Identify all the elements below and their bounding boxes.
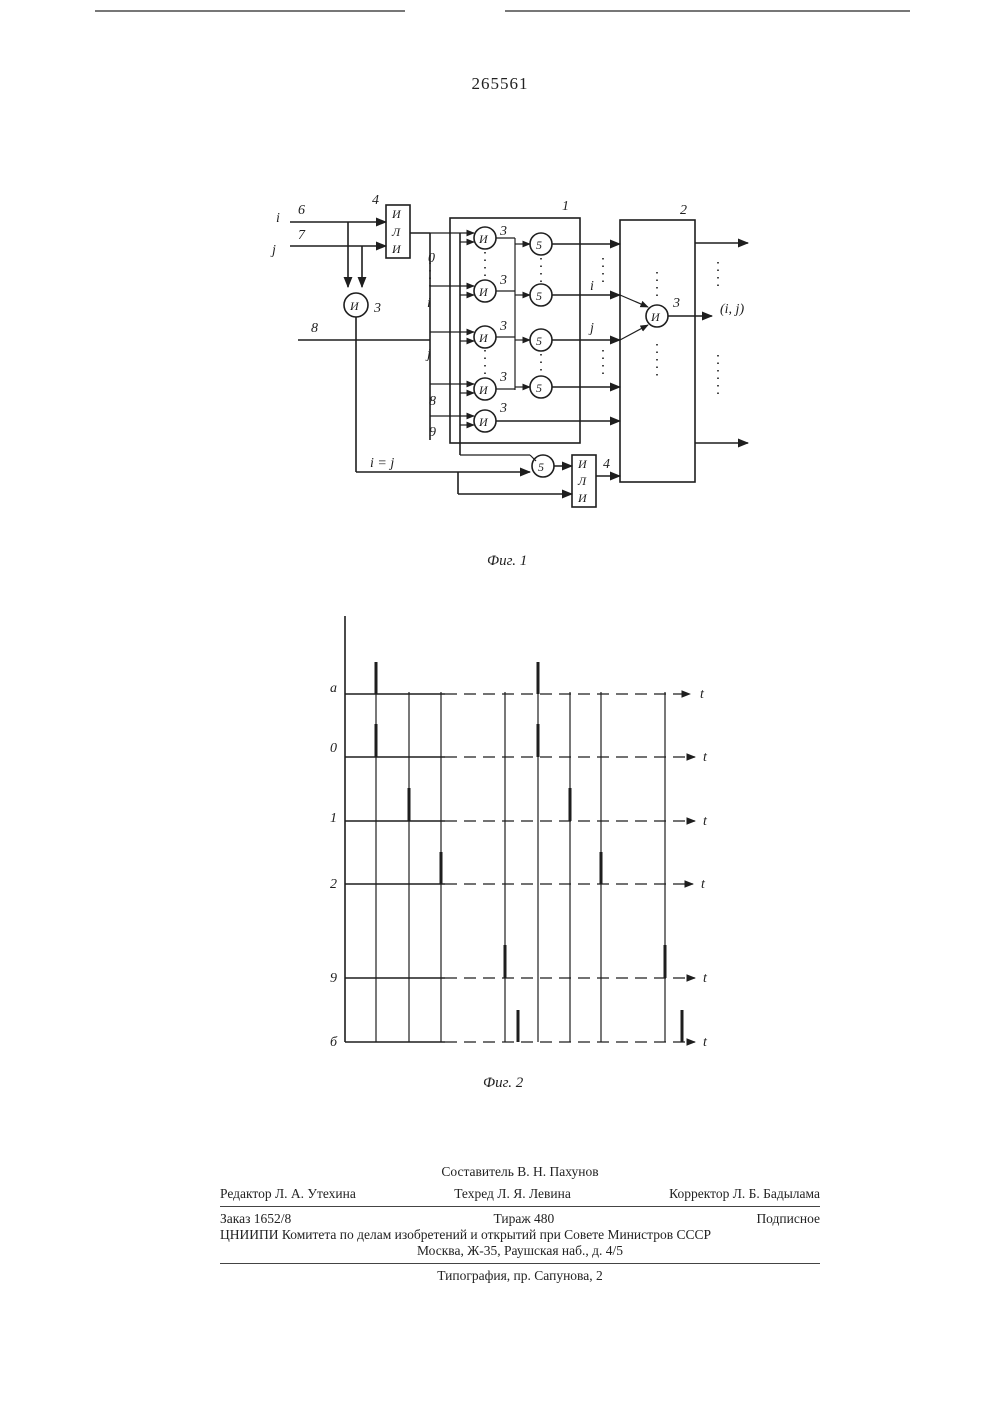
figure-2-timing-diagram: a t 0 t 1 t 2 t 9 t б t Фиг. 2 (0, 600, 1000, 1110)
row-1-label-fig2: 1 (330, 811, 337, 826)
block-2-label: 2 (680, 203, 687, 218)
label-3-left: 3 (373, 301, 381, 316)
imprint-rule-2 (220, 1263, 820, 1264)
row-2-label-fig2: 2 (330, 877, 337, 892)
imprint-editor: Редактор Л. А. Утехина (220, 1186, 356, 1202)
and-char-3: И (478, 331, 489, 345)
row-9-label-fig2: 9 (330, 971, 337, 986)
imprint-techred: Техред Л. Я. Левина (454, 1186, 571, 1202)
or-gate-char-1: И (391, 207, 402, 221)
label-4-top: 4 (372, 193, 379, 208)
and-gate-left-char: И (349, 299, 360, 313)
imprint-institute: ЦНИИПИ Комитета по делам изобретений и о… (220, 1227, 820, 1243)
input-i-label: i (276, 211, 280, 226)
and-char-2: И (478, 285, 489, 299)
or-bottom-char-3: И (577, 491, 588, 505)
and-3-label-block2: 3 (672, 296, 680, 311)
or-gate-char-2: Л (391, 225, 401, 239)
five-element-column (530, 233, 552, 398)
five-char-2: 5 (536, 289, 542, 303)
row-a-axis-t: t (700, 687, 705, 702)
figure-1-circuit-diagram: i j 6 7 И Л И 4 И 3 8 1 0 i j 8 9 И И И … (0, 0, 1000, 580)
row-0-label-fig2: 0 (330, 741, 337, 756)
out-ij-label: (i, j) (720, 302, 744, 317)
input-j-label: j (270, 243, 276, 258)
row-b-label-fig2: б (330, 1035, 338, 1050)
timing-gridlines (376, 692, 665, 1042)
row-j-label: j (425, 347, 431, 362)
line-8-label: 8 (311, 321, 318, 336)
five-char-3: 5 (536, 334, 542, 348)
row-i-label: i (427, 296, 431, 311)
line-7-label: 7 (298, 228, 306, 243)
imprint-subscription: Подписное (756, 1211, 820, 1227)
and-char-1: И (478, 232, 489, 246)
i-eq-j-label: i = j (370, 456, 394, 471)
imprint-compiler: Составитель В. Н. Пахунов (220, 1164, 820, 1180)
row-1-axis-t: t (703, 814, 708, 829)
and-char-5: И (478, 415, 489, 429)
line-6-label: 6 (298, 203, 305, 218)
or-gate-char-3: И (391, 242, 402, 256)
five-char-1: 5 (536, 238, 542, 252)
or-bottom-char-2: Л (577, 474, 587, 488)
five-char-4: 5 (536, 381, 542, 395)
figure-1-caption: Фиг. 1 (487, 553, 527, 569)
block-2 (620, 220, 695, 482)
and-char-4: И (478, 383, 489, 397)
imprint-rule-1 (220, 1206, 820, 1207)
imprint-address: Москва, Ж-35, Раушская наб., д. 4/5 (220, 1243, 820, 1259)
row-0-axis-t: t (703, 750, 708, 765)
imprint-order-row: Заказ 1652/8 Тираж 480 Подписное (220, 1211, 820, 1227)
out-j-label: j (588, 321, 594, 336)
label-4-bottom: 4 (603, 457, 610, 472)
row-9-label: 9 (429, 425, 436, 440)
row-0-label: 0 (428, 251, 435, 266)
block-1-label: 1 (562, 199, 569, 214)
row-2-axis-t: t (701, 877, 706, 892)
and-3-label-2: 3 (499, 273, 507, 288)
row-8-label: 8 (429, 394, 436, 409)
five-char-bottom: 5 (538, 460, 544, 474)
figure-2-caption: Фиг. 2 (483, 1075, 524, 1091)
and-char-block2: И (650, 310, 661, 324)
row-9-axis-t: t (703, 971, 708, 986)
imprint-printing: Типография, пр. Сапунова, 2 (220, 1268, 820, 1284)
imprint-order: Заказ 1652/8 (220, 1211, 291, 1227)
and-3-label-4: 3 (499, 370, 507, 385)
imprint-corrector: Корректор Л. Б. Бадылама (669, 1186, 820, 1202)
row-a-label: a (330, 681, 337, 696)
or-bottom-char-1: И (577, 457, 588, 471)
and-3-label-1: 3 (499, 224, 507, 239)
imprint-staff-row: Редактор Л. А. Утехина Техред Л. Я. Леви… (220, 1186, 820, 1202)
and-gate-column (474, 227, 496, 432)
out-i-label: i (590, 279, 594, 294)
and-3-label-3: 3 (499, 319, 507, 334)
imprint-circulation: Тираж 480 (493, 1211, 554, 1227)
row-b-axis-t: t (703, 1035, 708, 1050)
and-3-label-5: 3 (499, 401, 507, 416)
